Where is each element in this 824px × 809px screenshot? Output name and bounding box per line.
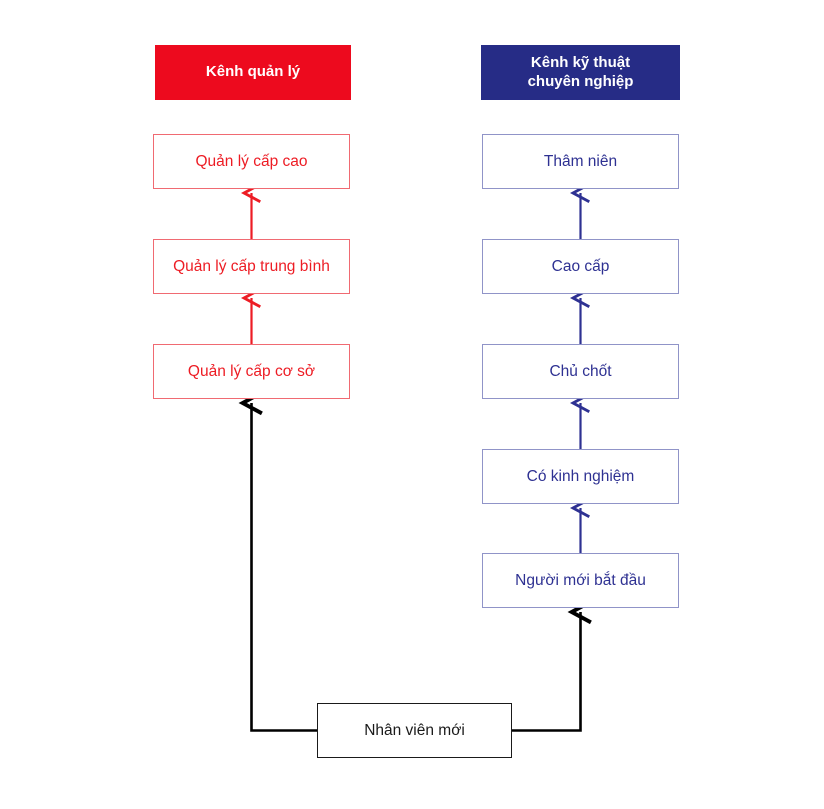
- node-technical-chuchot: Chủ chốt: [482, 344, 679, 399]
- column-header-technical-line1: Kênh kỹ thuật: [530, 53, 631, 71]
- node-management-middle: Quản lý cấp trung bình: [153, 239, 350, 294]
- column-header-management-label: Kênh quản lý: [205, 63, 301, 81]
- column-header-technical-line2: chuyên nghiệp: [527, 72, 634, 90]
- column-header-management: Kênh quản lý: [155, 45, 351, 100]
- node-technical-cokinhnghiem-label: Có kinh nghiệm: [526, 467, 635, 485]
- node-entry-new-employee: Nhân viên mới: [317, 703, 512, 758]
- node-technical-caocap-label: Cao cấp: [551, 257, 610, 275]
- node-technical-caocap: Cao cấp: [482, 239, 679, 294]
- column-header-technical-label: Kênh kỹ thuật chuyên nghiệp: [528, 54, 634, 92]
- node-management-senior-label: Quản lý cấp cao: [195, 152, 308, 170]
- node-technical-cokinhnghiem: Có kinh nghiệm: [482, 449, 679, 504]
- node-entry-new-employee-label: Nhân viên mới: [364, 721, 465, 739]
- node-technical-thamnien-label: Thâm niên: [543, 152, 618, 170]
- node-technical-chuchot-label: Chủ chốt: [549, 362, 612, 380]
- node-management-middle-label: Quản lý cấp trung bình: [173, 257, 330, 275]
- node-management-junior: Quản lý cấp cơ sở: [153, 344, 350, 399]
- column-header-technical: Kênh kỹ thuật chuyên nghiệp: [481, 45, 680, 100]
- node-management-senior: Quản lý cấp cao: [153, 134, 350, 189]
- arrow-entry-to-management: [238, 390, 317, 732]
- arrow-entry-to-technical: [512, 599, 592, 732]
- node-management-junior-label: Quản lý cấp cơ sở: [187, 362, 316, 380]
- node-technical-nguoimoibatdau: Người mới bắt đầu: [482, 553, 679, 608]
- node-technical-thamnien: Thâm niên: [482, 134, 679, 189]
- node-technical-nguoimoibatdau-label: Người mới bắt đầu: [515, 571, 646, 589]
